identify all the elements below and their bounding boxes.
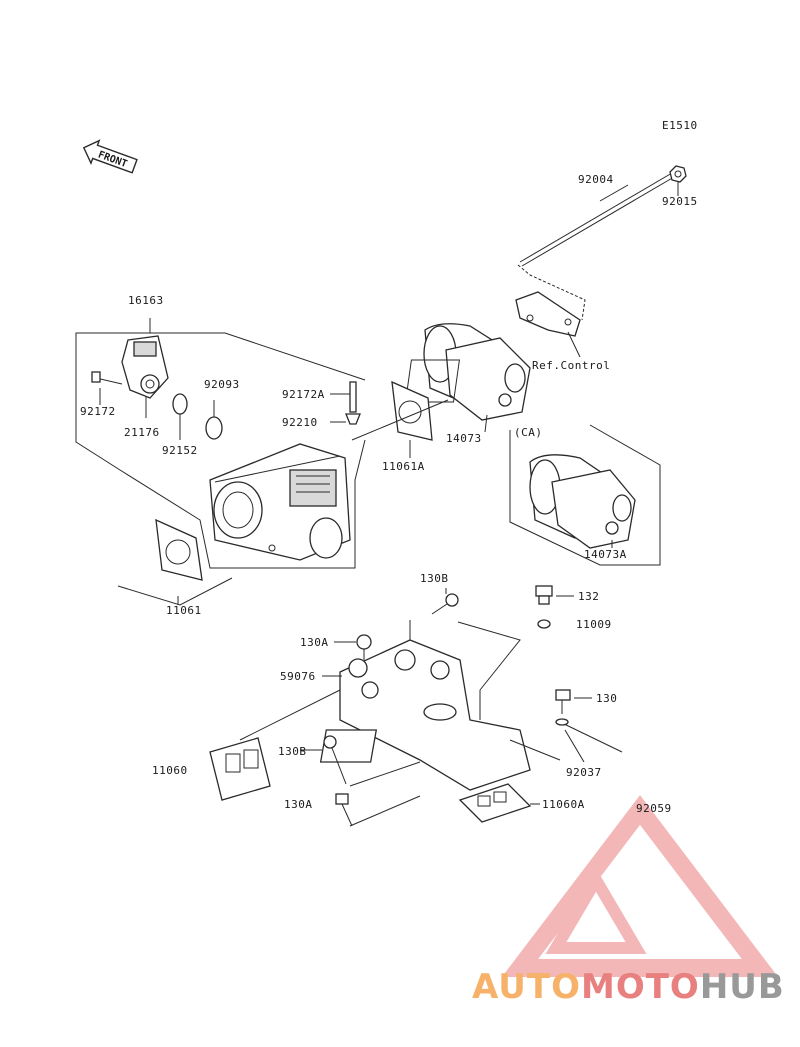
part-92037-stud [509,718,623,763]
label-11061: 11061 [166,604,202,617]
label-130B-bottom: 130B [278,745,307,758]
part-11061A-gasket [351,380,449,458]
label-92093: 92093 [204,378,240,391]
part-130B-top-bolt [431,588,459,615]
label-11060: 11060 [152,764,188,777]
group-16163-outline [75,318,366,569]
part-92152-oring [172,393,188,440]
part-130-bolt [555,689,592,714]
label-92152: 92152 [162,444,198,457]
part-132-plug [535,585,574,605]
label-16163: 16163 [128,294,164,307]
label-92015: 92015 [662,195,698,208]
label-92172: 92172 [80,405,116,418]
label-132: 132 [578,590,599,603]
label-14073A: 14073A [584,548,627,561]
label-21176: 21176 [124,426,160,439]
ref-control-label: Ref.Control [532,359,610,372]
label-130: 130 [596,692,617,705]
part-92059-rod [631,760,689,792]
part-11060-gasket [209,689,341,801]
watermark-part2: HUB [700,967,785,1007]
label-92037: 92037 [566,766,602,779]
label-92059: 92059 [636,802,672,815]
front-arrow-icon: FRONT [82,139,138,174]
part-130B-bottom-bolt [300,735,421,787]
part-21176-sensor [121,335,169,418]
label-11061A: 11061A [382,460,425,473]
watermark-auto: AUTO [472,967,581,1007]
label-92004: 92004 [578,173,614,186]
label-130A-top: 130A [300,636,329,649]
part-59076-manifold [319,620,531,791]
part-130A-bottom-bolt [335,793,421,827]
part-92172-screw [91,371,123,405]
label-92210: 92210 [282,416,318,429]
part-130A-top-bolt [334,634,372,660]
label-11060A: 11060A [542,798,585,811]
label-59076: 59076 [280,670,316,683]
watermark-part1: AUTOMOTO [472,967,700,1007]
throttle-body [209,443,351,561]
part-14073-duct [404,323,531,433]
watermark-text: AUTOMOTOHUB [472,967,785,1007]
part-92172A-screw [330,381,361,425]
watermark-moto: MOTO [581,967,700,1007]
label-11009: 11009 [576,618,612,631]
label-130A-bottom: 130A [284,798,313,811]
variant-ca-label: (CA) [514,426,543,439]
part-92004-stud [519,165,687,267]
watermark-logo [501,795,779,977]
variant-ca-box [509,424,661,566]
part-11009-gasket [537,619,551,629]
part-11061-gasket [117,518,233,606]
part-92093-washer [205,400,223,440]
label-92172A: 92172A [282,388,325,401]
label-14073: 14073 [446,432,482,445]
diagram-code: E1510 [662,119,698,132]
part-11060A-gasket [458,783,540,823]
label-130B-top: 130B [420,572,449,585]
ref-control-bracket [515,264,586,358]
